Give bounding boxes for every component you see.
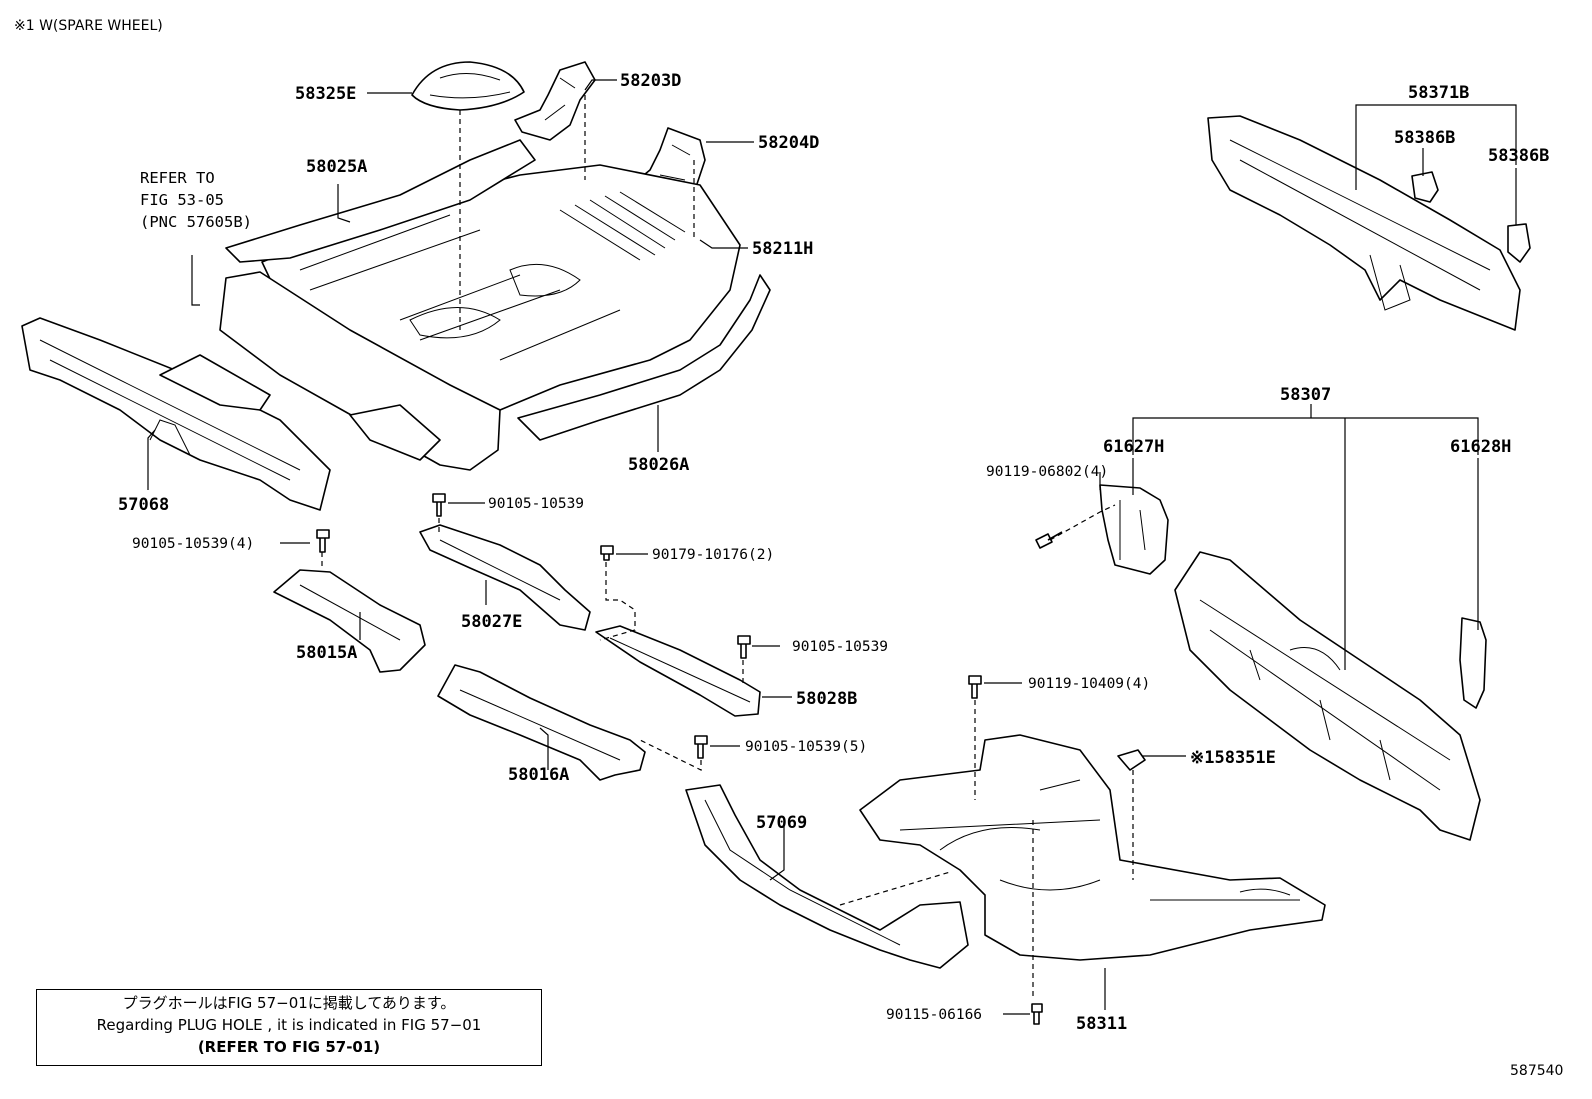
label-58325E: 58325E [295,84,356,104]
label-90119-06802: 90119-06802(4) [986,464,1108,480]
part-58026A-shape [517,274,771,441]
label-90105-10539-4: 90105-10539(4) [132,536,254,552]
part-rear-crossmember-shape [219,271,501,471]
label-90119-10409: 90119-10409(4) [1028,676,1150,692]
label-58016A: 58016A [508,765,569,785]
part-58015A-shape [273,569,426,673]
label-58026A: 58026A [628,455,689,475]
label-90105-10539-mid: 90105-10539 [792,639,888,655]
part-58386B-b-shape [1507,223,1531,263]
label-58307: 58307 [1280,385,1331,405]
note-line-en: Regarding PLUG HOLE , it is indicated in… [96,1016,482,1034]
label-57069: 57069 [756,813,807,833]
label-61627H: 61627H [1103,437,1164,457]
note-line-refer: (REFER TO FIG 57-01) [197,1038,381,1056]
part-58371B-shape [1207,115,1521,331]
refer-line-2: FIG 53-05 [140,191,224,209]
label-90179-10176: 90179-10176(2) [652,547,774,563]
label-58204D: 58204D [758,133,819,153]
label-58027E: 58027E [461,612,522,632]
label-57068: 57068 [118,495,169,515]
label-61628H: 61628H [1450,437,1511,457]
refer-line-3: (PNC 57605B) [140,213,252,231]
label-90115-06166: 90115-06166 [886,1007,982,1023]
note-line-jp: プラグホールはFIG 57−01に掲載してあります。 [122,994,456,1012]
plug-hole-note: プラグホールはFIG 57−01に掲載してあります。 Regarding PLU… [36,989,542,1066]
part-58386B-a-shape [1411,171,1439,203]
part-58203D-shape [514,61,596,141]
part-58351E-shape [1117,749,1146,771]
label-58371B: 58371B [1408,83,1469,103]
bolt-icons [316,493,1063,1025]
part-58307-shape [1174,551,1481,841]
part-58325E-shape [411,61,525,111]
part-58028B-shape [595,625,761,717]
part-58016A-shape [437,664,646,781]
label-58203D: 58203D [620,71,681,91]
part-58311-shape [859,734,1326,961]
part-58025A-shape [225,139,536,263]
label-58386B-b: 58386B [1488,146,1549,166]
label-58025A: 58025A [306,157,367,177]
refer-line-1: REFER TO [140,169,215,187]
label-58311: 58311 [1076,1014,1127,1034]
part-57069-shape [685,784,969,969]
label-58015A: 58015A [296,643,357,663]
part-61627H-shape [1099,484,1169,575]
label-90105-10539-top: 90105-10539 [488,496,584,512]
label-58351E: ※158351E [1190,748,1276,768]
figure-id: 587540 [1510,1063,1563,1079]
label-58211H: 58211H [752,239,813,259]
header-note: ※1 W(SPARE WHEEL) [14,18,163,34]
leader-lines [147,79,1517,1015]
label-58386B-a: 58386B [1394,128,1455,148]
part-61628H-shape [1459,617,1487,709]
label-90105-10539-5: 90105-10539(5) [745,739,867,755]
label-58028B: 58028B [796,689,857,709]
